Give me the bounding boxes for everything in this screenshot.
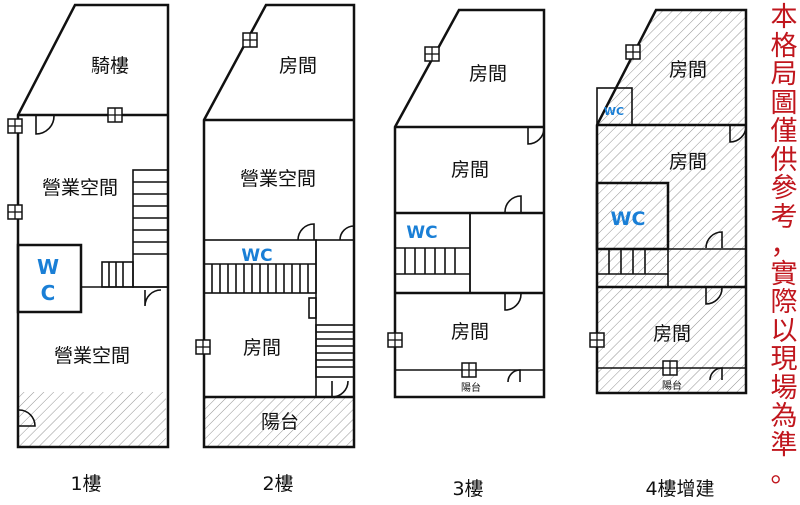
wc-label: C (41, 281, 56, 305)
wc-label: W (37, 255, 59, 279)
door-icon (144, 289, 162, 307)
door-icon (331, 380, 349, 398)
wc-label: WC (241, 246, 272, 266)
door-icon (504, 293, 522, 311)
floor-2-plan: 房間 營業空間 房間 WC 陽台 2樓 (195, 3, 356, 495)
door-icon (35, 115, 55, 135)
door-icon (705, 231, 723, 249)
wc-label: WC (406, 223, 437, 243)
window-icon (7, 204, 23, 220)
door-icon (705, 287, 723, 305)
room-label: 房間 (669, 151, 707, 173)
door-icon (339, 225, 355, 241)
floor-label: 2樓 (262, 473, 293, 495)
floor-4-plan: 房間 房間 房間 WC WC 陽台 4樓增建 (589, 8, 748, 500)
window-icon (461, 362, 477, 378)
room-label: 房間 (243, 337, 281, 359)
window-icon (625, 44, 641, 60)
balcony-label: 陽台 (461, 381, 481, 394)
window-icon (662, 360, 678, 376)
room-label: 房間 (279, 55, 317, 77)
window-icon (195, 339, 211, 355)
door-icon (729, 125, 747, 143)
floor-label: 4樓增建 (645, 478, 714, 500)
floor-2-hatched-area (204, 397, 354, 447)
door-icon (507, 369, 521, 383)
door-icon (527, 127, 545, 145)
disclaimer-notice: 本格局圖僅供參考，實際以現場為準。 (768, 2, 800, 504)
room-label: 房間 (653, 323, 691, 345)
floor-3-plan: 房間 房間 房間 WC 陽台 3樓 (387, 8, 546, 500)
floor-1-plan: 騎樓 營業空間 營業空間 W C 1樓 (7, 3, 170, 495)
window-icon (242, 32, 258, 48)
floor-4-hatched-area (597, 10, 746, 393)
floor-1-hatched-area (18, 392, 166, 446)
floor-1-wc (16, 243, 83, 314)
floor-4-small-wc (596, 87, 633, 126)
room-label: 房間 (469, 63, 507, 85)
floor-label: 1樓 (70, 473, 101, 495)
room-label: 營業空間 (240, 168, 316, 190)
door-icon (297, 223, 315, 241)
balcony-label: 陽台 (662, 379, 682, 392)
window-icon (589, 332, 605, 348)
room-label: 營業空間 (54, 345, 130, 367)
window-icon (424, 46, 440, 62)
room-label: 房間 (451, 159, 489, 181)
window-icon (387, 332, 403, 348)
room-label: 房間 (669, 59, 707, 81)
disclaimer-text: 本格局圖僅供參考，實際以現場為準。 (770, 2, 798, 489)
floor-4-outline (595, 8, 748, 395)
wc-label: WC (604, 105, 624, 118)
window-icon (7, 118, 23, 134)
room-label: 房間 (451, 321, 489, 343)
room-label: 營業空間 (42, 177, 118, 199)
door-icon (504, 195, 522, 213)
window-icon (107, 107, 123, 123)
balcony-label: 陽台 (261, 411, 299, 433)
floor-1-outline (16, 3, 170, 449)
floor-2-outline (202, 3, 356, 449)
door-icon (18, 409, 36, 427)
door-icon (709, 367, 723, 381)
wc-label: WC (611, 208, 646, 230)
floor-3-outline (393, 8, 546, 399)
room-label: 騎樓 (91, 55, 129, 77)
floor-label: 3樓 (452, 478, 483, 500)
